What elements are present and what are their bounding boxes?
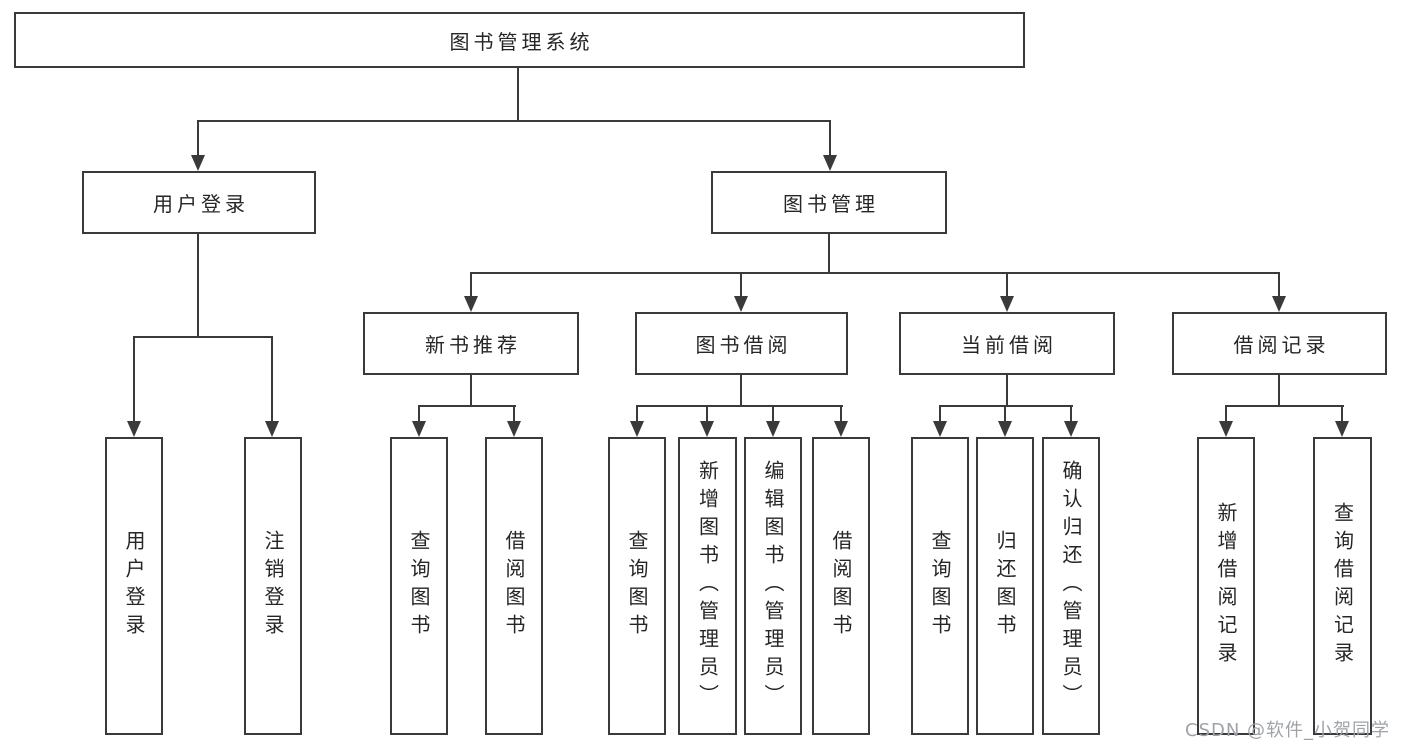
connector-line [1070,405,1072,423]
leaf-cb-return-books: 归还图书 [976,437,1034,735]
arrowhead-down-icon [412,421,426,437]
connector-line [939,405,941,423]
leaf-nbr-borrow-books: 借阅图书 [485,437,543,735]
csdn-watermark: CSDN @软件_小贺同学 [1185,720,1391,741]
leaf-bb-edit-books-admin-label: 编辑图书（管理员） [761,460,785,712]
connector-line [1006,375,1008,407]
leaf-logout-label: 注销登录 [261,530,285,642]
connector-line [470,272,1280,274]
leaf-br-query-record-label: 查询借阅记录 [1330,502,1355,670]
arrowhead-down-icon [630,421,644,437]
arrowhead-down-icon [1219,421,1233,437]
leaf-cb-confirm-return-admin-label: 确认归还（管理员） [1059,460,1083,712]
connector-line [1004,405,1006,423]
connector-line [517,68,519,122]
leaf-br-query-record: 查询借阅记录 [1313,437,1372,735]
connector-line [470,375,472,407]
node-borrow-record: 借阅记录 [1172,312,1387,375]
connector-line [1341,405,1343,423]
leaf-nbr-borrow-books-label: 借阅图书 [502,530,526,642]
leaf-bb-edit-books-admin: 编辑图书（管理员） [744,437,802,735]
node-library-system-label: 图书管理系统 [449,29,594,54]
arrowhead-down-icon [734,296,748,312]
arrowhead-down-icon [1000,296,1014,312]
leaf-bb-query-books-label: 查询图书 [625,530,649,642]
connector-line [470,272,472,298]
arrowhead-down-icon [700,421,714,437]
connector-line [829,120,831,157]
leaf-logout: 注销登录 [244,437,302,735]
leaf-nbr-query-books: 查询图书 [390,437,448,735]
node-user-login: 用户登录 [82,171,316,234]
node-user-login-label: 用户登录 [153,192,249,216]
arrowhead-down-icon [265,421,279,437]
connector-line [133,336,135,423]
leaf-cb-query-books: 查询图书 [911,437,969,735]
connector-line [706,405,708,423]
node-book-borrow: 图书借阅 [635,312,848,375]
connector-line [828,234,830,274]
leaf-br-add-record-label: 新增借阅记录 [1214,502,1238,670]
arrowhead-down-icon [1272,296,1286,312]
connector-line [271,336,273,423]
connector-line [636,405,843,407]
node-borrow-record-label: 借阅记录 [1233,333,1330,357]
connector-line [740,375,742,407]
connector-line [133,336,273,338]
leaf-user-login: 用户登录 [105,437,163,735]
leaf-cb-confirm-return-admin: 确认归还（管理员） [1042,437,1100,735]
connector-line [418,405,516,407]
connector-line [636,405,638,423]
leaf-user-login-label: 用户登录 [122,530,146,642]
connector-line [1006,272,1008,298]
arrowhead-down-icon [191,155,205,171]
connector-line [197,120,199,157]
leaf-bb-query-books: 查询图书 [608,437,666,735]
connector-line [1278,375,1280,407]
arrowhead-down-icon [507,421,521,437]
node-current-borrow-label: 当前借阅 [961,333,1057,357]
arrowhead-down-icon [766,421,780,437]
leaf-br-add-record: 新增借阅记录 [1197,437,1255,735]
connector-line [840,405,842,423]
connector-line [939,405,1073,407]
node-current-borrow: 当前借阅 [899,312,1115,375]
arrowhead-down-icon [464,296,478,312]
arrowhead-down-icon [933,421,947,437]
connector-line [1225,405,1227,423]
connector-line [513,405,515,423]
node-book-management-label: 图书管理 [783,192,879,216]
leaf-bb-add-books-admin-label: 新增图书（管理员） [695,460,720,712]
leaf-cb-return-books-label: 归还图书 [993,530,1017,642]
leaf-cb-query-books-label: 查询图书 [928,530,952,642]
connector-line [197,234,199,338]
connector-line [418,405,420,423]
node-book-borrow-label: 图书借阅 [695,333,792,357]
arrowhead-down-icon [127,421,141,437]
node-book-management: 图书管理 [711,171,947,234]
connector-line [740,272,742,298]
leaf-bb-borrow-books: 借阅图书 [812,437,870,735]
arrowhead-down-icon [834,421,848,437]
leaf-bb-add-books-admin: 新增图书（管理员） [678,437,737,735]
node-library-system: 图书管理系统 [14,12,1025,68]
connector-line [197,120,831,122]
leaf-nbr-query-books-label: 查询图书 [407,530,431,642]
node-new-book-recommend-label: 新书推荐 [425,333,521,357]
arrowhead-down-icon [1335,421,1349,437]
connector-line [1278,272,1280,298]
arrowhead-down-icon [1064,421,1078,437]
arrowhead-down-icon [998,421,1012,437]
connector-line [1225,405,1344,407]
connector-line [772,405,774,423]
node-new-book-recommend: 新书推荐 [363,312,579,375]
arrowhead-down-icon [823,155,837,171]
leaf-bb-borrow-books-label: 借阅图书 [829,530,853,642]
